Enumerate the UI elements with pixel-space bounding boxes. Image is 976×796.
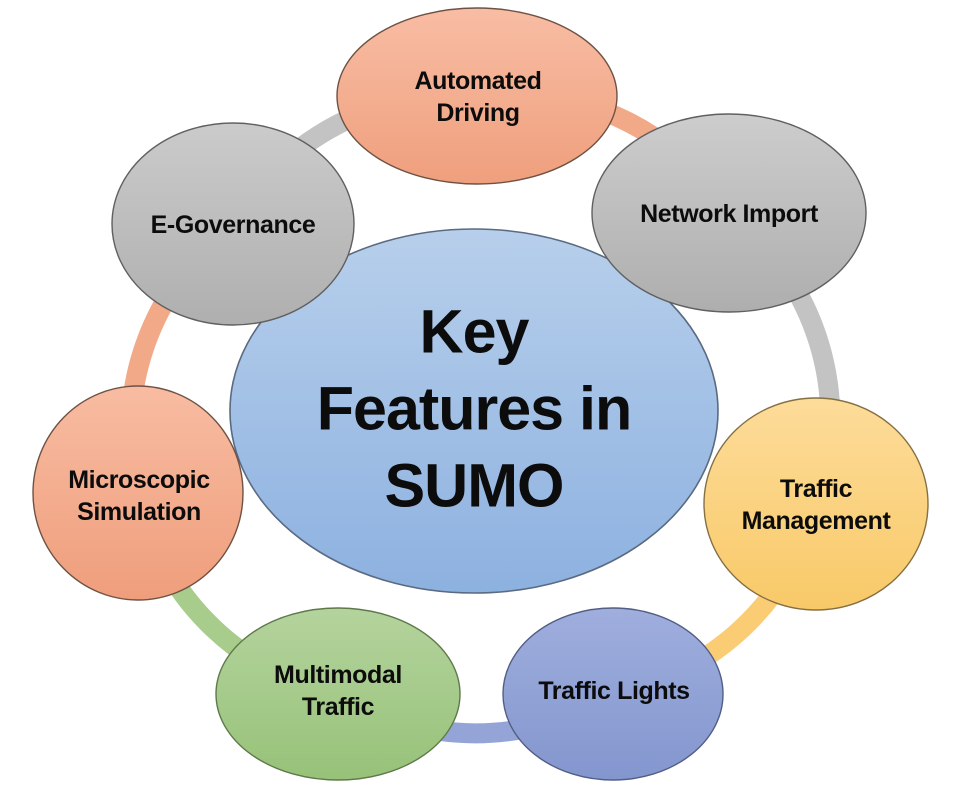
- node-ellipse-automated-driving: [336, 7, 618, 185]
- center-node-ellipse: [229, 228, 719, 594]
- node-ellipse-microscopic-simulation: [32, 385, 244, 601]
- node-ellipse-traffic-lights: [502, 607, 724, 781]
- node-ellipse-network-import: [591, 113, 867, 313]
- node-ellipse-traffic-management: [703, 397, 929, 611]
- node-ellipse-e-governance: [111, 122, 355, 326]
- node-ellipse-multimodal-traffic: [215, 607, 461, 781]
